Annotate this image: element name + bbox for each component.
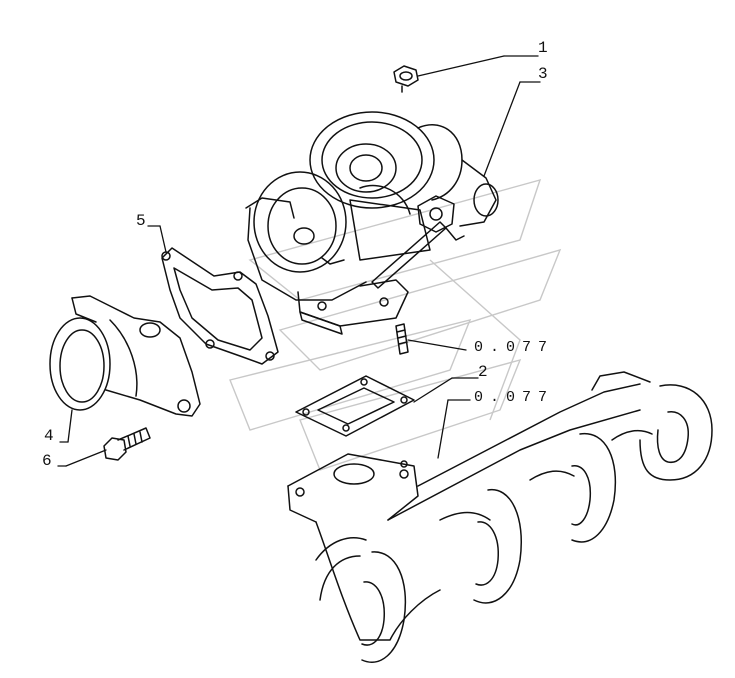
callout-1: 1	[538, 39, 548, 57]
leader-lines	[57, 55, 541, 467]
gasket-part-2	[295, 375, 415, 437]
elbow-pipe-part-4	[49, 295, 201, 417]
stud-part	[395, 323, 409, 355]
callout-5: 5	[136, 212, 146, 230]
exhaust-manifold	[287, 371, 713, 663]
callout-2: 2	[478, 363, 488, 381]
bolt-part-6	[103, 427, 151, 461]
watermark-logo	[229, 178, 562, 471]
gasket-part-5	[161, 247, 279, 365]
callout-3: 3	[538, 65, 548, 83]
turbocharger-part-3	[245, 111, 499, 335]
callout-6: 6	[42, 452, 52, 470]
callout-4: 4	[44, 427, 54, 445]
reference-lower: 0.077	[474, 389, 555, 406]
reference-upper: 0.077	[474, 339, 555, 356]
nut-part-1	[393, 65, 419, 93]
